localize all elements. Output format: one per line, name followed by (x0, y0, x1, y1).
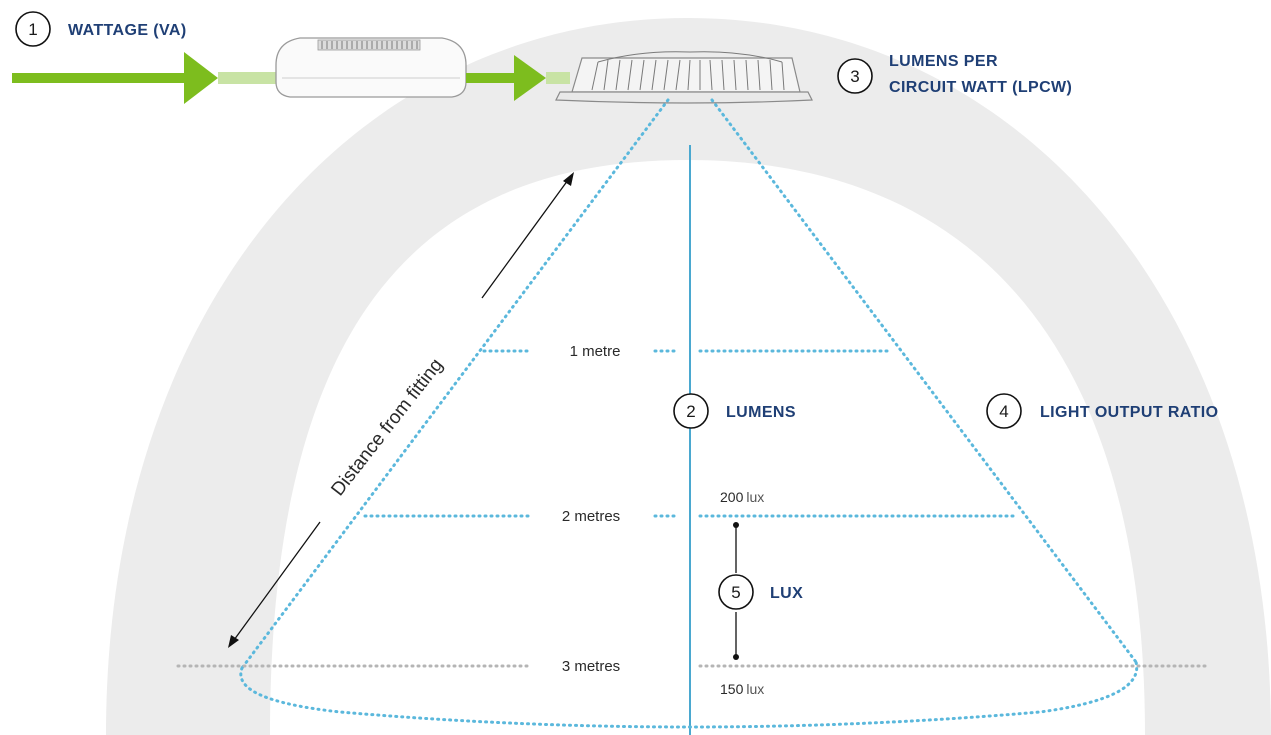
lux-dot-bottom (733, 654, 739, 660)
svg-text:CIRCUIT WATT (LPCW): CIRCUIT WATT (LPCW) (889, 79, 1072, 96)
label-1-wattage: 1 WATTAGE (VA) (15, 11, 187, 47)
svg-text:LIGHT OUTPUT RATIO: LIGHT OUTPUT RATIO (1040, 404, 1218, 421)
label-5-lux: 5 LUX (718, 574, 803, 610)
beam-cone (239, 98, 1139, 729)
luminaire-fitting (555, 51, 813, 104)
background-arc (106, 18, 1271, 735)
svg-text:4: 4 (999, 402, 1008, 421)
arrowhead-top (563, 172, 574, 186)
label-3-lpcw: 3 LUMENS PER CIRCUIT WATT (LPCW) (837, 53, 1072, 96)
label-2-lumens: 2 LUMENS (673, 393, 796, 429)
svg-text:1: 1 (28, 20, 37, 39)
svg-text:2: 2 (686, 402, 695, 421)
svg-text:LUMENS PER: LUMENS PER (889, 53, 998, 70)
arrowhead-bottom (228, 635, 239, 648)
svg-text:LUMENS: LUMENS (726, 404, 796, 421)
driver-output-arrow (466, 55, 570, 101)
lux-dot-top (733, 522, 739, 528)
distance-label-2m: 2 metres (562, 508, 620, 525)
driver-box (275, 37, 467, 98)
distance-from-fitting-arrow (233, 179, 569, 641)
distance-lines (363, 349, 1017, 518)
distance-label-1m: 1 metre (570, 343, 621, 360)
distance-from-fitting-label: Distance from fitting (327, 355, 447, 500)
svg-text:3: 3 (850, 67, 859, 86)
label-4-light-output-ratio: 4 LIGHT OUTPUT RATIO (986, 393, 1218, 429)
power-input-arrow (12, 52, 276, 104)
svg-text:WATTAGE (VA): WATTAGE (VA) (68, 22, 187, 39)
svg-text:LUX: LUX (770, 585, 803, 602)
distance-label-3m: 3 metres (562, 658, 620, 675)
svg-text:5: 5 (731, 583, 740, 602)
